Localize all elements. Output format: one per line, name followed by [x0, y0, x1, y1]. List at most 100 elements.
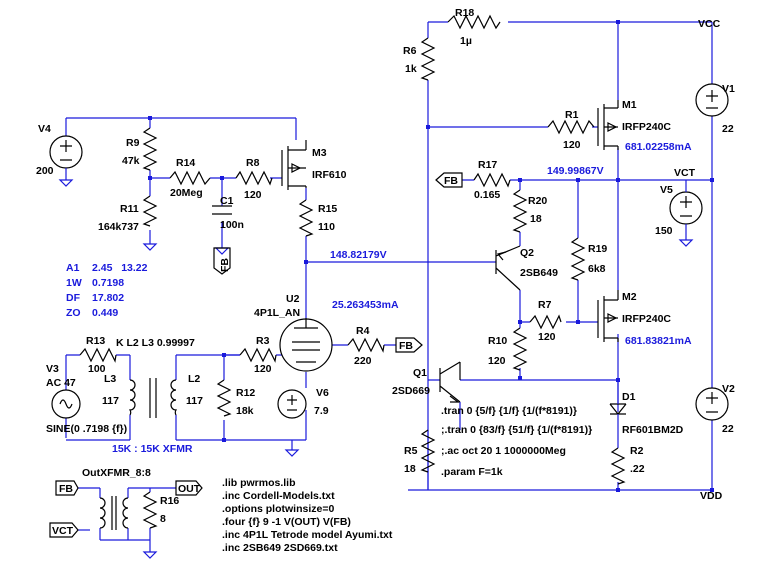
four-1w-label: 1W — [66, 277, 82, 289]
v6-value: 7.9 — [314, 405, 329, 417]
four-df-label: DF — [66, 292, 81, 304]
v4-value: 200 — [36, 165, 54, 177]
v1-value: 22 — [722, 123, 734, 135]
resistor-r17[interactable] — [473, 172, 511, 188]
l2-value: 117 — [186, 395, 203, 407]
xfmr-note: 15K : 15K XFMR — [112, 443, 193, 455]
m3-name: M3 — [312, 147, 327, 159]
voltage-source-v1[interactable] — [695, 83, 729, 117]
resistor-r3[interactable] — [239, 347, 277, 363]
vct-label: VCT — [674, 167, 696, 179]
resistor-r1[interactable] — [547, 119, 595, 135]
r15-name: R15 — [318, 203, 337, 215]
four-zo-value: 0.449 — [92, 307, 118, 319]
q1-name: Q1 — [413, 367, 427, 379]
v5-name: V5 — [660, 184, 673, 196]
vct-flag-label: VCT — [52, 525, 74, 537]
r19-name: R19 — [588, 243, 607, 255]
q2-name: Q2 — [520, 247, 534, 259]
output-transformer[interactable] — [99, 496, 129, 530]
resistor-r10[interactable] — [512, 327, 528, 371]
r2-value: .22 — [630, 463, 645, 475]
resistor-r16[interactable] — [142, 491, 158, 559]
r6-value: 1k — [405, 63, 417, 75]
directive-bottom-6: .inc 2SB649 2SD669.txt — [222, 542, 338, 554]
r8-value: 120 — [244, 189, 262, 201]
r20-name: R20 — [528, 195, 547, 207]
directive-mid-4: .param F=1k — [441, 466, 503, 478]
mosfet-m1[interactable] — [597, 100, 619, 150]
l3-name: L3 — [104, 373, 116, 385]
m1-name: M1 — [622, 99, 637, 111]
r11-value: 164k737 — [98, 221, 139, 233]
resistor-r14[interactable] — [169, 170, 211, 186]
voltage-source-v2[interactable] — [695, 387, 729, 421]
r4-name: R4 — [356, 325, 370, 337]
tube-u2[interactable] — [279, 318, 333, 372]
v3-value: AC 47 — [46, 377, 76, 389]
m3-value: IRF610 — [312, 169, 347, 181]
v3-name: V3 — [46, 363, 59, 375]
resistor-r12[interactable] — [216, 379, 232, 417]
capacitor-c1[interactable] — [212, 205, 232, 215]
r15-value: 110 — [318, 221, 335, 233]
d1-value: RF601BM2D — [622, 424, 684, 436]
resistor-r18[interactable] — [447, 14, 501, 30]
r16-value: 8 — [160, 513, 166, 525]
u2-name: U2 — [286, 293, 300, 305]
m1-value: IRFP240C — [622, 121, 671, 133]
r15-voltage: 148.82179V — [330, 249, 387, 261]
q2-value: 2SB649 — [520, 267, 558, 279]
resistor-r2[interactable] — [610, 447, 626, 485]
resistor-r6[interactable] — [420, 37, 436, 81]
voltage-source-v6[interactable] — [277, 389, 307, 457]
v5-value: 150 — [655, 225, 673, 237]
transistor-q1[interactable] — [439, 361, 461, 403]
four-zo-label: ZO — [66, 307, 81, 319]
voltage-source-v4[interactable] — [49, 135, 83, 187]
wires — [65, 21, 713, 541]
v3-source: SINE(0 .7198 {f}) — [46, 423, 127, 435]
resistor-r20[interactable] — [512, 189, 528, 233]
junctions — [148, 20, 714, 492]
resistor-r7[interactable] — [529, 314, 562, 330]
mosfet-m2[interactable] — [597, 290, 619, 342]
r2-name: R2 — [630, 445, 644, 457]
resistor-r15[interactable] — [298, 199, 314, 237]
mosfet-m3[interactable] — [281, 140, 307, 190]
v2-name: V2 — [722, 383, 735, 395]
transistor-q2[interactable] — [495, 245, 521, 291]
inductor-l3[interactable] — [128, 379, 136, 416]
diode-d1[interactable] — [609, 380, 627, 430]
four-a1-value: 2.45 13.22 — [92, 262, 148, 274]
d1-name: D1 — [622, 391, 636, 403]
directive-bottom-4: .four {f} 9 -1 V(OUT) V(FB) — [222, 516, 351, 528]
resistor-r4[interactable] — [347, 337, 385, 353]
u2-value: 4P1L_AN — [254, 307, 300, 319]
r10-value: 120 — [488, 355, 506, 367]
l2-name: L2 — [188, 373, 200, 385]
voltage-source-v3[interactable] — [51, 389, 81, 419]
r9-name: R9 — [126, 137, 140, 149]
resistor-r13[interactable] — [79, 347, 117, 363]
r14-value: 20Meg — [170, 187, 203, 199]
inductor-l2[interactable] — [170, 379, 178, 416]
m2-value: IRFP240C — [622, 313, 671, 325]
v6-name: V6 — [316, 387, 329, 399]
fb-node-voltage: 149.99867V — [547, 165, 604, 177]
outxfmr-name: OutXFMR_8:8 — [82, 467, 151, 479]
r1-name: R1 — [565, 109, 579, 121]
vdd-label: VDD — [700, 490, 723, 502]
resistor-r11[interactable] — [142, 195, 158, 251]
out-flag-label: OUT — [178, 483, 201, 495]
c1-value: 100n — [220, 219, 244, 231]
resistor-r5[interactable] — [420, 429, 436, 473]
r16-name: R16 — [160, 495, 179, 507]
voltage-source-v5[interactable] — [669, 180, 703, 247]
r19-value: 6k8 — [588, 263, 606, 275]
m2-current: 681.83821mA — [625, 335, 692, 347]
resistor-r8[interactable] — [235, 170, 273, 186]
resistor-r19[interactable] — [570, 237, 586, 281]
resistor-r9[interactable] — [142, 127, 158, 171]
